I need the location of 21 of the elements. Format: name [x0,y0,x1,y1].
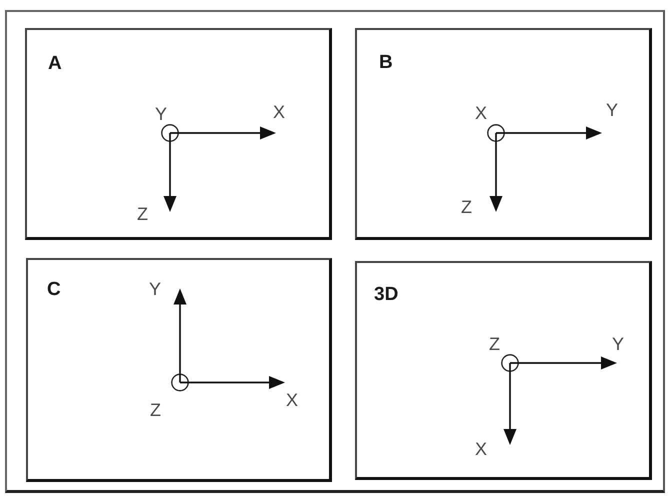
axis-label: Z [461,198,472,216]
panel [355,261,652,480]
axis-label: Y [149,280,162,298]
axis-label: X [475,440,488,458]
axis-label: Z [489,335,500,353]
panel-title: 3D [374,285,398,304]
axis-label: Y [606,101,618,119]
axis-label: X [273,103,286,121]
panel-title: A [48,54,62,73]
panel-title: B [379,53,393,72]
panel [25,28,332,240]
outer-frame [5,10,665,493]
panel [26,258,332,482]
axis-label: Y [612,335,624,353]
panel-title: C [47,280,61,299]
axis-label: X [286,391,298,409]
axis-label: Z [137,205,148,223]
axis-label: Y [155,105,168,123]
panel [355,28,652,240]
axis-label: Z [150,401,161,419]
axis-label: X [475,104,488,122]
